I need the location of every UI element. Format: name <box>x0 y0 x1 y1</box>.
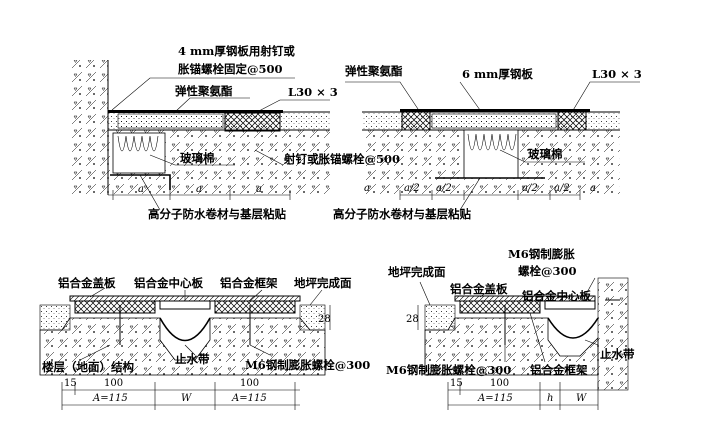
dim-a-half-1: a/2 <box>404 183 420 194</box>
dim-a-half-4: a/2 <box>554 183 570 194</box>
label-waterstop-r: 止水带 <box>600 347 635 361</box>
label-membrane-r: 高分子防水卷材与基层粘贴 <box>333 207 471 221</box>
frame-right <box>214 300 296 314</box>
sealant <box>431 113 557 129</box>
label-bolt: M6钢制膨胀螺栓@300 <box>245 358 370 372</box>
dim-a-2: a <box>196 184 202 195</box>
label-cover-r: 铝合金盖板 <box>450 282 508 296</box>
label-bolt-top-2: 螺栓@300 <box>518 264 577 278</box>
dim-100-right: 100 <box>240 378 259 389</box>
bottom-left-detail: 28 15 100 100 A=115 A=115 W 铝合金盖板 铝合金中心板… <box>39 276 370 410</box>
label-sealant: 弹性聚氨酯 <box>175 84 233 98</box>
label-sealant-r: 弹性聚氨酯 <box>345 64 403 78</box>
label-cover: 铝合金盖板 <box>58 276 116 290</box>
waterstop <box>159 317 211 342</box>
angle-left <box>401 111 431 131</box>
wall <box>597 277 629 391</box>
structural-slab <box>39 317 326 376</box>
label-floor-r: 地坪完成面 <box>388 265 446 279</box>
dim-W: W <box>181 393 192 404</box>
dim-a-half-3: a/2 <box>522 183 538 194</box>
dim-A-right: A=115 <box>231 393 267 404</box>
glass-wool <box>463 129 519 179</box>
center-plate <box>159 300 211 310</box>
label-base: 楼层（地面）结构 <box>42 360 134 374</box>
dim-15-r: 15 <box>450 378 463 389</box>
label-center: 铝合金中心板 <box>134 276 203 290</box>
label-angle: L30 × 3 <box>288 85 338 99</box>
glass-wool <box>112 132 166 174</box>
top-left-detail: a a a 4 mm厚钢板用射钉或 胀锚螺栓固定@500 弹性聚氨酯 L30 ×… <box>70 44 400 221</box>
label-plate-r: 6 mm厚钢板 <box>462 67 533 81</box>
frame-left <box>74 300 156 314</box>
dim-a-1: a <box>138 184 144 195</box>
dim-A-left: A=115 <box>92 393 128 404</box>
dim-100-left: 100 <box>104 378 123 389</box>
dim-28-r: 28 <box>406 314 419 325</box>
label-glass-wool-r: 玻璃棉 <box>528 147 563 161</box>
top-right-detail: a/2 a/2 a/2 a/2 a a 弹性聚氨酯 6 mm厚钢板 L30 × … <box>333 64 642 221</box>
dim-a-left: a <box>364 183 370 194</box>
label-frame: 铝合金框架 <box>220 276 278 290</box>
label-plate-anchor: 4 mm厚钢板用射钉或 <box>178 44 295 58</box>
dim-a-half-2: a/2 <box>436 183 452 194</box>
label-frame-r: 铝合金框架 <box>530 363 588 377</box>
label-membrane: 高分子防水卷材与基层粘贴 <box>148 207 286 221</box>
dim-100-r: 100 <box>490 378 509 389</box>
waterstop-r <box>547 317 599 339</box>
steel-plate <box>108 110 283 113</box>
angle-right <box>557 111 587 131</box>
label-plate-anchor-2: 胀锚螺栓固定@500 <box>178 62 283 76</box>
label-bolt-r: M6钢制膨胀螺栓@300 <box>386 363 511 377</box>
dim-a-3: a <box>256 184 262 195</box>
wall-concrete <box>70 60 108 195</box>
dim-15: 15 <box>64 378 77 389</box>
center-plate-r <box>544 300 596 310</box>
label-waterstop: 止水带 <box>175 352 210 366</box>
steel-plate <box>400 109 590 112</box>
dim-28: 28 <box>318 314 331 325</box>
frame-r <box>459 300 541 314</box>
angle-steel <box>224 112 281 132</box>
dim-h-r: h <box>547 393 553 404</box>
label-floor: 地坪完成面 <box>294 276 352 290</box>
label-angle-r: L30 × 3 <box>592 67 642 81</box>
label-glass-wool: 玻璃棉 <box>180 151 215 165</box>
bottom-right-detail: 28 15 100 A=115 h W 地坪完成面 M6钢制膨胀 螺栓@300 … <box>386 247 635 410</box>
dim-a-right: a <box>590 183 596 194</box>
dim-W-r: W <box>576 393 587 404</box>
sealant <box>117 113 224 129</box>
label-center-r: 铝合金中心板 <box>522 289 591 303</box>
label-bolt-top-1: M6钢制膨胀 <box>508 247 575 261</box>
dim-A-r: A=115 <box>477 393 513 404</box>
